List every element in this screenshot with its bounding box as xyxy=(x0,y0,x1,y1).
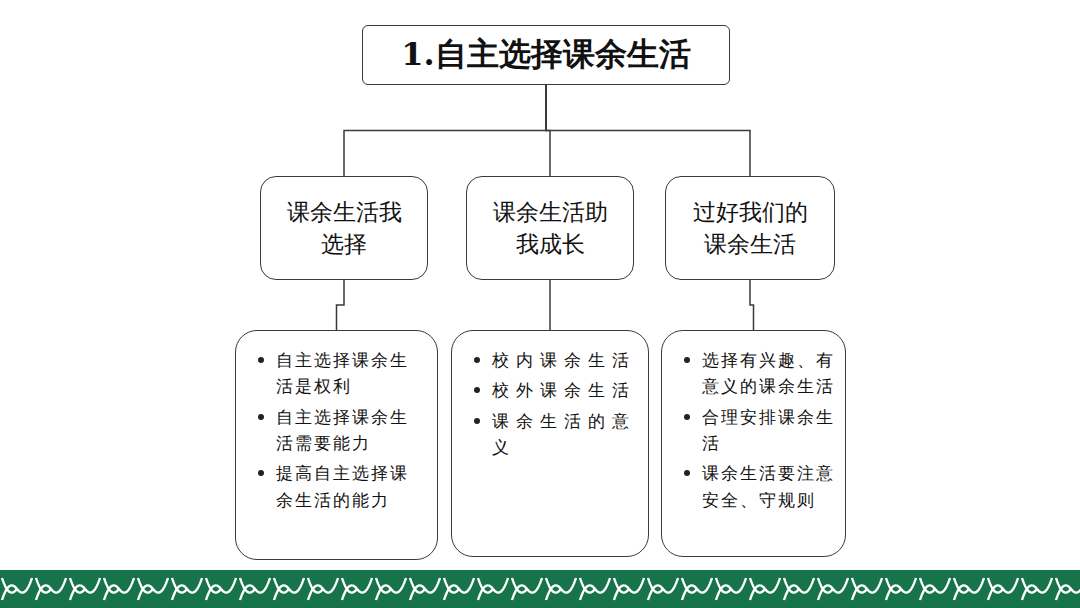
topic-box: 课余生活助我成长 xyxy=(466,176,634,280)
point-list-box: 自主选择课余生活是权利自主选择课余生活需要能力提高自主选择课余生活的能力 xyxy=(235,330,438,560)
topic-box: 过好我们的课余生活 xyxy=(665,176,835,280)
bullet-dot xyxy=(474,357,480,363)
title-text: 1.自主选择课余生活 xyxy=(401,33,690,77)
point-text: 合理安排课余生活 xyxy=(702,404,835,457)
tree-connector xyxy=(546,85,750,176)
wave-band xyxy=(0,570,1080,608)
point-list-box: 选择有兴趣、有意义的课余生活合理安排课余生活课余生活要注意安全、守规则 xyxy=(661,330,846,557)
point-item: 提高自主选择课余生活的能力 xyxy=(246,460,427,513)
tree-connector xyxy=(750,280,754,330)
point-list: 自主选择课余生活是权利自主选择课余生活需要能力提高自主选择课余生活的能力 xyxy=(246,347,427,513)
bullet-dot xyxy=(474,387,480,393)
point-item: 自主选择课余生活是权利 xyxy=(246,347,427,400)
point-text: 课余生活要注意安全、守规则 xyxy=(702,460,835,513)
bullet-dot xyxy=(258,470,264,476)
point-item: 校外课余生活 xyxy=(462,377,638,403)
point-item: 课余生活的意义 xyxy=(462,408,638,461)
point-list: 选择有兴趣、有意义的课余生活合理安排课余生活课余生活要注意安全、守规则 xyxy=(672,347,835,513)
tree-connector xyxy=(337,280,345,330)
point-list: 校内课余生活校外课余生活课余生活的意义 xyxy=(462,347,638,460)
point-text: 校内课余生活 xyxy=(492,347,638,373)
topic-text: 课余生活助我成长 xyxy=(487,196,613,260)
point-item: 合理安排课余生活 xyxy=(672,404,835,457)
point-item: 课余生活要注意安全、守规则 xyxy=(672,460,835,513)
bullet-dot xyxy=(684,357,690,363)
point-text: 自主选择课余生活需要能力 xyxy=(276,404,427,457)
point-list-box: 校内课余生活校外课余生活课余生活的意义 xyxy=(451,330,649,557)
bullet-dot xyxy=(474,418,480,424)
topic-text: 课余生活我选择 xyxy=(281,196,407,260)
point-text: 自主选择课余生活是权利 xyxy=(276,347,427,400)
topic-text: 过好我们的课余生活 xyxy=(686,196,814,260)
point-item: 校内课余生活 xyxy=(462,347,638,373)
point-item: 自主选择课余生活需要能力 xyxy=(246,404,427,457)
bullet-dot xyxy=(258,357,264,363)
title-box: 1.自主选择课余生活 xyxy=(362,25,730,85)
point-text: 选择有兴趣、有意义的课余生活 xyxy=(702,347,835,400)
bullet-dot xyxy=(684,414,690,420)
bullet-dot xyxy=(258,414,264,420)
point-text: 课余生活的意义 xyxy=(492,408,638,461)
point-item: 选择有兴趣、有意义的课余生活 xyxy=(672,347,835,400)
tree-connector xyxy=(549,280,551,330)
point-text: 校外课余生活 xyxy=(492,377,638,403)
point-text: 提高自主选择课余生活的能力 xyxy=(276,460,427,513)
tree-connector xyxy=(344,85,546,176)
bullet-dot xyxy=(684,470,690,476)
topic-box: 课余生活我选择 xyxy=(260,176,428,280)
